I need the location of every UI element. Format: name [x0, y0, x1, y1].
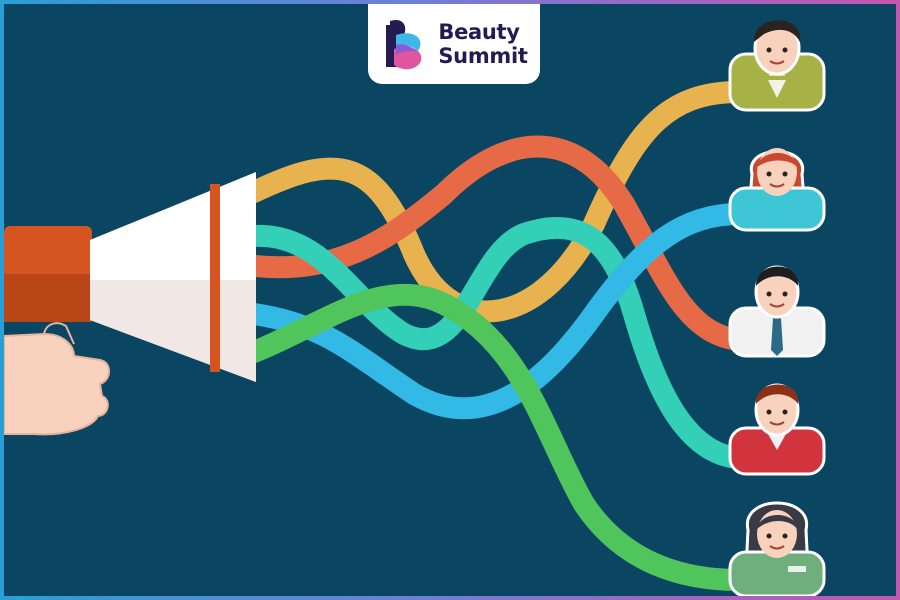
- person-woman-green: [728, 501, 826, 596]
- ribbon-yellow: [243, 81, 750, 323]
- hand: [4, 322, 110, 436]
- person-man-white-tie: [728, 265, 826, 358]
- ribbon-orange: [243, 135, 750, 351]
- ribbon-green: [243, 283, 750, 591]
- person-woman-cyan: [728, 148, 826, 232]
- brand-logo-card: Beauty Summit: [368, 4, 540, 84]
- illustration-canvas: Beauty Summit: [4, 4, 896, 596]
- ribbon-blue: [243, 203, 750, 420]
- megaphone: [4, 172, 256, 382]
- brand-wordmark: Beauty Summit: [438, 20, 528, 68]
- megaphone-stripe: [210, 184, 220, 372]
- brand-line-1: Beauty: [438, 20, 520, 44]
- marketing-illustration: [4, 20, 826, 596]
- person-man-red: [728, 383, 826, 476]
- brand-line-2: Summit: [438, 44, 528, 68]
- beauty-summit-logo-icon: [386, 19, 422, 70]
- ribbons: [243, 81, 750, 591]
- person-man-olive: [728, 20, 826, 112]
